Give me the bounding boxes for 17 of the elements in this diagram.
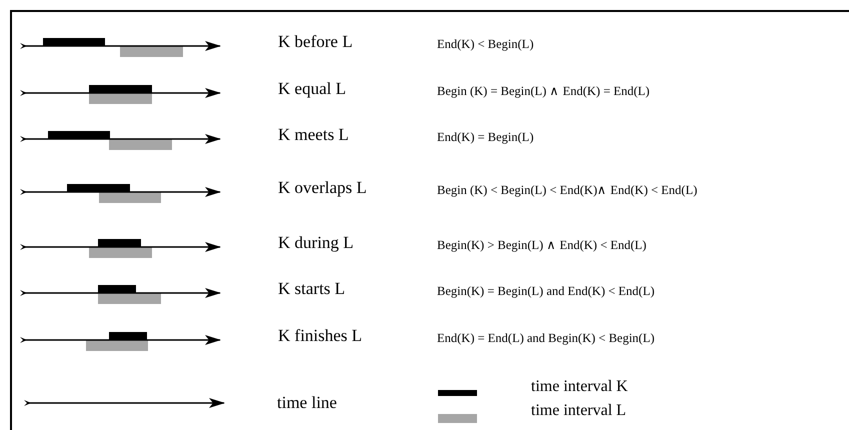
legend-label: time interval K <box>531 379 628 395</box>
relation-formula: Begin(K) = Begin(L) and End(K) < End(L) <box>437 285 655 298</box>
relation-formula: Begin (K) = Begin(L) ∧ End(K) = End(L) <box>437 85 650 98</box>
relation-name: K finishes L <box>278 327 362 344</box>
legend-label: time interval L <box>531 403 626 419</box>
relation-formula: End(K) = Begin(L) <box>437 131 534 144</box>
timeline-caption: time line <box>277 394 337 411</box>
relation-name: K equal L <box>278 80 346 97</box>
relation-name: K overlaps L <box>278 179 367 196</box>
relation-name: K during L <box>278 234 354 251</box>
relation-name: K starts L <box>278 280 346 297</box>
relation-formula: Begin (K) < Begin(L) < End(K)∧ End(K) < End(L) <box>437 184 698 196</box>
relation-formula: Begin(K) > Begin(L) ∧ End(K) < End(L) <box>437 239 646 252</box>
relation-name: K before L <box>278 33 353 50</box>
relation-formula: End(K) = End(L) and Begin(K) < Begin(L) <box>437 332 655 344</box>
relation-name: K meets L <box>278 126 349 143</box>
relation-formula: End(K) < Begin(L) <box>437 38 534 50</box>
